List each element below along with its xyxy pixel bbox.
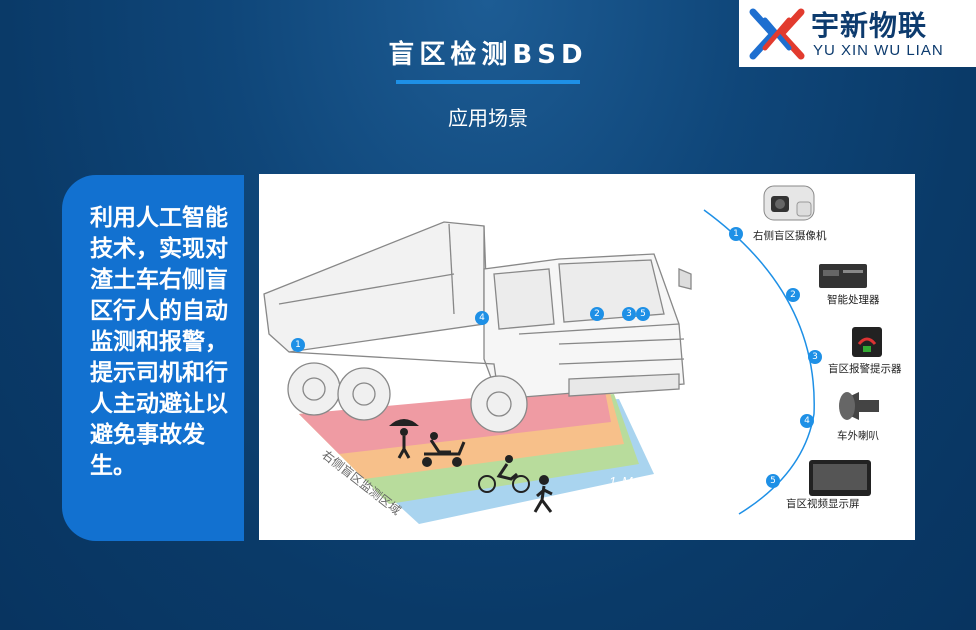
truck-marker-horn: 4 xyxy=(475,311,489,325)
component-number-1: 1 xyxy=(729,227,743,241)
component-label-4: 车外喇叭 xyxy=(837,430,879,442)
logo-name-cn: 宇新物联 xyxy=(811,9,928,42)
component-number-3: 3 xyxy=(808,350,822,364)
component-arc xyxy=(703,209,815,515)
component-label-2: 智能处理器 xyxy=(827,294,880,306)
component-label-1: 右侧盲区摄像机 xyxy=(753,230,827,242)
blind-spot-zone xyxy=(299,386,654,524)
component-number-5: 5 xyxy=(766,474,780,488)
distance-1m: 1 M xyxy=(609,474,634,489)
component-number-2: 2 xyxy=(786,288,800,302)
camera-icon xyxy=(763,185,815,221)
pedestrian-icon xyxy=(533,475,553,513)
horn-icon xyxy=(839,392,879,420)
distance-2m: 2 M xyxy=(594,492,619,507)
logo-name-en: YU XIN WU LIAN xyxy=(813,42,944,59)
component-label-3: 盲区报警提示器 xyxy=(828,363,902,375)
component-label-5: 盲区视频显示屏 xyxy=(786,498,860,510)
truck-marker-processor: 2 xyxy=(590,307,604,321)
logo-mark-icon xyxy=(749,8,805,60)
alarm-icon xyxy=(852,327,882,357)
cyclist-icon xyxy=(478,455,530,493)
truck-marker-camera: 1 xyxy=(291,338,305,352)
distance-3m: 3 M xyxy=(581,512,606,527)
title-underline xyxy=(396,80,580,84)
truck-marker-alarm: 3 xyxy=(622,307,636,321)
monitor-icon xyxy=(809,460,871,496)
component-number-4: 4 xyxy=(800,414,814,428)
description-panel: 利用人工智能技术，实现对渣土车右侧盲区行人的自动监测和报警，提示司机和行人主动避… xyxy=(62,175,244,541)
pedestrian-umbrella-icon xyxy=(389,419,419,459)
company-logo: 宇新物联 YU XIN WU LIAN xyxy=(739,0,976,67)
page-subtitle: 应用场景 xyxy=(448,106,528,130)
scooter-rider-icon xyxy=(422,432,466,467)
description-text: 利用人工智能技术，实现对渣土车右侧盲区行人的自动监测和报警，提示司机和行人主动避… xyxy=(90,205,228,479)
page-title: 盲区检测BSD xyxy=(388,40,588,70)
processor-icon xyxy=(819,264,867,288)
truck-illustration xyxy=(263,221,692,433)
scenario-illustration: 右侧盲区监测区域 1 M 2 M 3 M 1 4 2 3 5 1 右侧盲区摄像机… xyxy=(259,174,915,540)
truck-marker-monitor: 5 xyxy=(636,307,650,321)
